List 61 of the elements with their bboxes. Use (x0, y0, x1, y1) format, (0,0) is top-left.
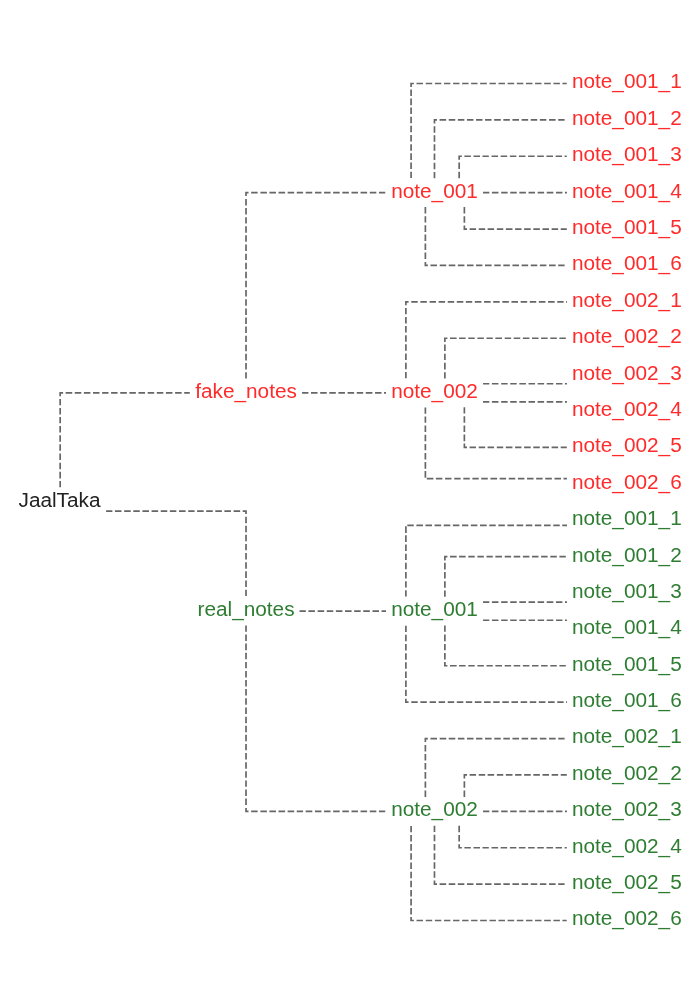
node-text: JaalTaka (18, 487, 101, 511)
connector (105, 509, 247, 598)
node-text: note_002_6 (571, 469, 682, 493)
connector (405, 624, 568, 703)
node-text: note_001_5 (571, 651, 682, 675)
node-text: note_001_3 (571, 141, 682, 165)
node-text: fake_notes (195, 378, 297, 402)
connector (463, 773, 568, 798)
node-text: note_002_1 (571, 723, 682, 747)
node-text: note_002_5 (571, 869, 682, 893)
connector (410, 824, 568, 921)
connector (298, 609, 387, 612)
connector (482, 618, 568, 621)
node-text: note_002_1 (571, 287, 682, 311)
node-text: note_001_2 (571, 105, 682, 129)
node-text: note_002 (391, 796, 478, 820)
node-text: note_001_5 (571, 214, 682, 238)
connector (482, 400, 568, 403)
connector (458, 824, 568, 849)
node-text: note_002_5 (571, 432, 682, 456)
node-text: note_001_6 (571, 687, 682, 711)
node-text: note_002_4 (571, 833, 682, 857)
node-text: note_001_6 (571, 250, 682, 274)
connector (433, 118, 568, 179)
connector (433, 824, 568, 885)
connector (424, 205, 568, 266)
connector (482, 382, 568, 385)
node-text: note_002_2 (571, 760, 682, 784)
connector (444, 555, 568, 598)
node-text: note_001_4 (571, 614, 682, 638)
node-text: note_001_2 (571, 542, 682, 566)
connector (444, 624, 568, 667)
connector (405, 300, 568, 379)
connector (482, 600, 568, 603)
node-text: note_001_3 (571, 578, 682, 602)
connector (59, 391, 191, 488)
node-text: note_002_4 (571, 396, 682, 420)
connector (405, 524, 568, 597)
node-text: note_001 (391, 596, 478, 620)
connector (482, 191, 568, 193)
node-text: note_001 (391, 178, 478, 202)
connector (424, 406, 568, 479)
connector (410, 82, 568, 179)
node-text: note_002 (391, 378, 478, 402)
node-text: note_002_3 (571, 796, 682, 820)
connector (463, 205, 568, 230)
connector (424, 737, 568, 798)
node-text: note_002_6 (571, 905, 682, 929)
connector (458, 154, 568, 179)
connector (245, 624, 387, 812)
connector (301, 391, 387, 394)
node-text: real_notes (197, 596, 295, 620)
connector (245, 191, 387, 379)
node-text: note_002_3 (571, 360, 682, 384)
node-text: note_001_1 (571, 505, 682, 529)
node-text: note_002_2 (571, 323, 682, 347)
connector (463, 405, 568, 448)
node-text: note_001_4 (571, 178, 682, 202)
connector (444, 336, 568, 379)
connector (482, 810, 568, 812)
node-text: note_001_1 (571, 68, 682, 92)
